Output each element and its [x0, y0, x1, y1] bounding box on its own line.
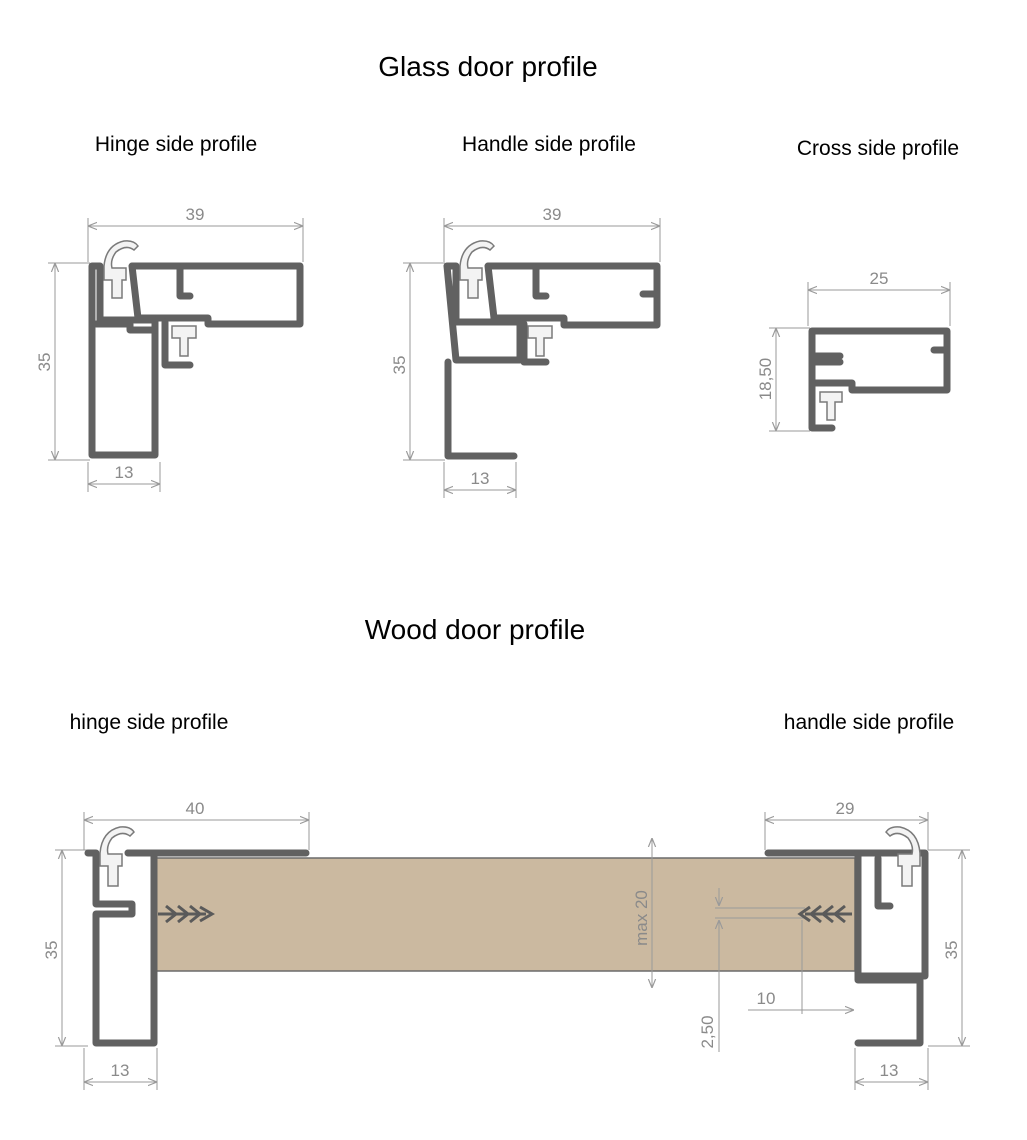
glass-handle-height: 35: [390, 356, 409, 375]
wood-handle-height: 35: [942, 941, 961, 960]
glass-handle-width: 39: [543, 205, 562, 224]
wood-hinge-bottom: 13: [111, 1061, 130, 1080]
glass-hinge-bottom: 13: [115, 463, 134, 482]
glass-cross-height: 18,50: [756, 358, 775, 401]
wood-handle-bottom: 13: [880, 1061, 899, 1080]
glass-cross-label: Cross side profile: [797, 137, 959, 160]
wood-handle-label: handle side profile: [784, 711, 954, 734]
wood-hinge-height: 35: [42, 941, 61, 960]
glass-hinge-width: 39: [186, 205, 205, 224]
glass-cross-width: 25: [870, 269, 889, 288]
wood-screw-right: [797, 904, 852, 924]
glass-hinge-label: Hinge side profile: [95, 133, 257, 156]
glass-hinge-height: 35: [35, 353, 54, 372]
glass-handle-label: Handle side profile: [462, 133, 636, 156]
glass-handle-profile: 39 35 13: [390, 205, 661, 498]
wood-screw-left: [158, 904, 215, 924]
wood-panel: [154, 857, 856, 972]
wood-door-title: Wood door profile: [365, 614, 586, 645]
wood-panel-thickness: max 20: [632, 890, 651, 946]
wood-hinge-label: hinge side profile: [70, 711, 229, 734]
wood-hinge-profile: 40 35 13: [42, 799, 310, 1090]
wood-hinge-width: 40: [186, 799, 205, 818]
glass-cross-profile: 25 18,50: [756, 269, 951, 432]
glass-handle-bottom: 13: [471, 469, 490, 488]
wood-gap: 2,50: [698, 1015, 717, 1048]
glass-hinge-profile: 39 35 13: [35, 205, 304, 492]
glass-door-title: Glass door profile: [378, 51, 597, 82]
wood-screw-depth: 10: [757, 989, 776, 1008]
wood-handle-profile: 29 35 13: [764, 799, 970, 1090]
wood-handle-width: 29: [836, 799, 855, 818]
